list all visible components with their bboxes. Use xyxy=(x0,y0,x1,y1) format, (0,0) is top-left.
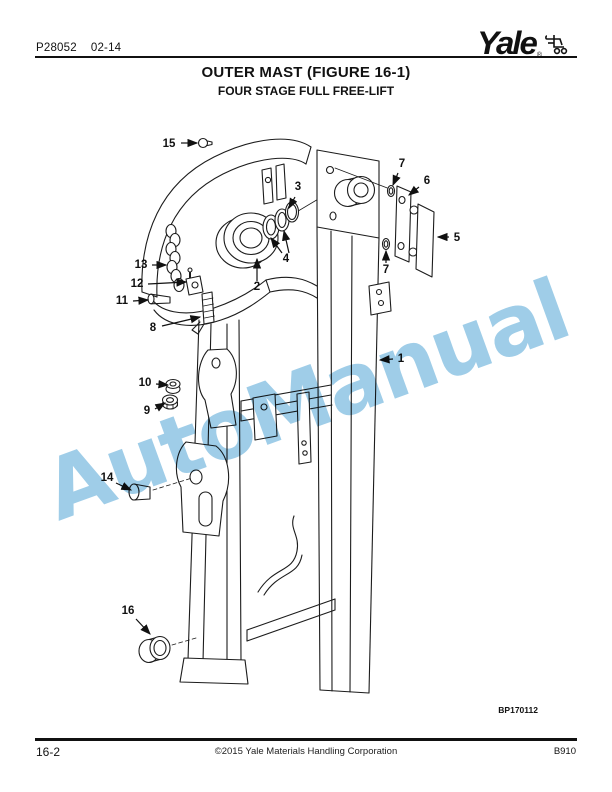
callout-arrow-10 xyxy=(155,380,170,389)
forklift-icon xyxy=(545,35,568,55)
callout-label-9: 9 xyxy=(144,405,150,417)
callout-arrow-14 xyxy=(115,482,133,491)
callout-label-16: 16 xyxy=(122,605,135,617)
callout-arrow-4 xyxy=(270,237,283,254)
callout-label-13: 13 xyxy=(135,259,148,271)
callout-arrow-8 xyxy=(161,315,202,327)
page-title: OUTER MAST (FIGURE 16-1) xyxy=(201,64,411,81)
doc-revision: 02-14 xyxy=(90,42,122,54)
callout-label-7: 7 xyxy=(399,158,405,170)
callout-arrow-3 xyxy=(288,196,298,210)
callout-arrow-6 xyxy=(408,185,420,196)
callout-arrow-9 xyxy=(154,402,167,412)
footer-page-number: 16-2 xyxy=(36,745,61,759)
mast-line-art xyxy=(128,137,435,694)
page-subtitle: FOUR STAGE FULL FREE-LIFT xyxy=(217,84,395,98)
callout-label-14: 14 xyxy=(101,472,114,484)
header: P28052 02-14 xyxy=(36,42,121,54)
callout-label-2: 2 xyxy=(254,281,260,293)
callout-arrow-11 xyxy=(132,296,150,305)
callout-label-11: 11 xyxy=(116,295,129,307)
footer-code: B910 xyxy=(553,746,576,757)
callout-arrow-16 xyxy=(135,618,151,635)
callout-label-5: 5 xyxy=(454,232,461,244)
callout-arrow-7 xyxy=(392,172,401,187)
callout-label-8: 8 xyxy=(150,322,157,334)
registered-mark: ® xyxy=(536,52,542,59)
yale-logo: Yale® xyxy=(477,26,570,59)
callout-arrow-12 xyxy=(147,278,188,287)
callout-label-15: 15 xyxy=(163,138,176,150)
callout-label-6: 6 xyxy=(424,175,430,187)
callout-label-12: 12 xyxy=(131,278,144,290)
callout-label-3: 3 xyxy=(295,181,301,193)
callout-arrow-4 xyxy=(282,229,291,254)
callout-label-4: 4 xyxy=(283,253,290,265)
callout-label-7: 7 xyxy=(383,264,389,276)
figure-code: BP170112 xyxy=(498,705,538,715)
doc-number: P28052 xyxy=(36,42,77,54)
footer-copyright: ©2015 Yale Materials Handling Corporatio… xyxy=(214,746,398,757)
header-rule xyxy=(35,56,577,58)
callout-label-1: 1 xyxy=(398,353,405,365)
callout-arrow-1 xyxy=(378,355,394,364)
yale-logo-text: Yale xyxy=(477,24,538,61)
footer-rule xyxy=(35,738,577,742)
callout-label-10: 10 xyxy=(139,377,152,389)
